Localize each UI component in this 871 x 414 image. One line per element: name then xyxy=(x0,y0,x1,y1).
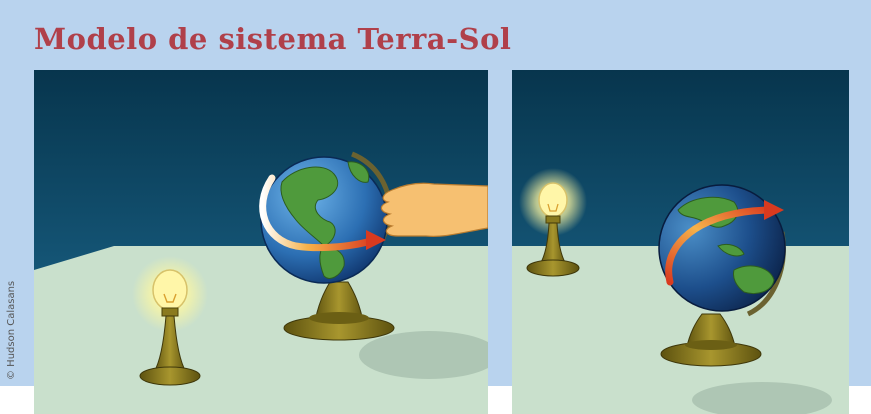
panel-right-globe-tilted xyxy=(512,70,849,414)
panel-left-globe-rotating xyxy=(34,70,488,414)
australia-landmass xyxy=(733,265,775,294)
image-credit: © Hudson Calasans xyxy=(6,280,17,380)
globe-stand xyxy=(283,151,395,341)
lamp xyxy=(519,168,587,277)
page-title: Modelo de sistema Terra-Sol xyxy=(34,22,512,56)
arrow-head-icon xyxy=(764,200,784,220)
scene-right xyxy=(512,70,849,414)
hand-icon xyxy=(380,182,488,237)
south-america-landmass xyxy=(319,247,345,279)
greenland-landmass xyxy=(347,161,370,183)
globe-shadow xyxy=(359,331,488,379)
globe xyxy=(260,156,388,284)
indonesia-landmass xyxy=(717,243,745,257)
light-bulb-icon xyxy=(538,182,568,218)
table-surface xyxy=(34,246,488,414)
hand xyxy=(380,182,488,237)
lamp xyxy=(132,256,208,386)
globe xyxy=(658,184,786,312)
arrow-head-icon xyxy=(366,230,386,250)
rotation-arrow xyxy=(259,174,386,252)
rotation-arrow xyxy=(665,200,784,286)
north-america-landmass xyxy=(280,166,339,247)
scene-left xyxy=(34,70,488,414)
light-bulb-icon xyxy=(152,269,188,311)
globe-shadow xyxy=(692,382,832,414)
